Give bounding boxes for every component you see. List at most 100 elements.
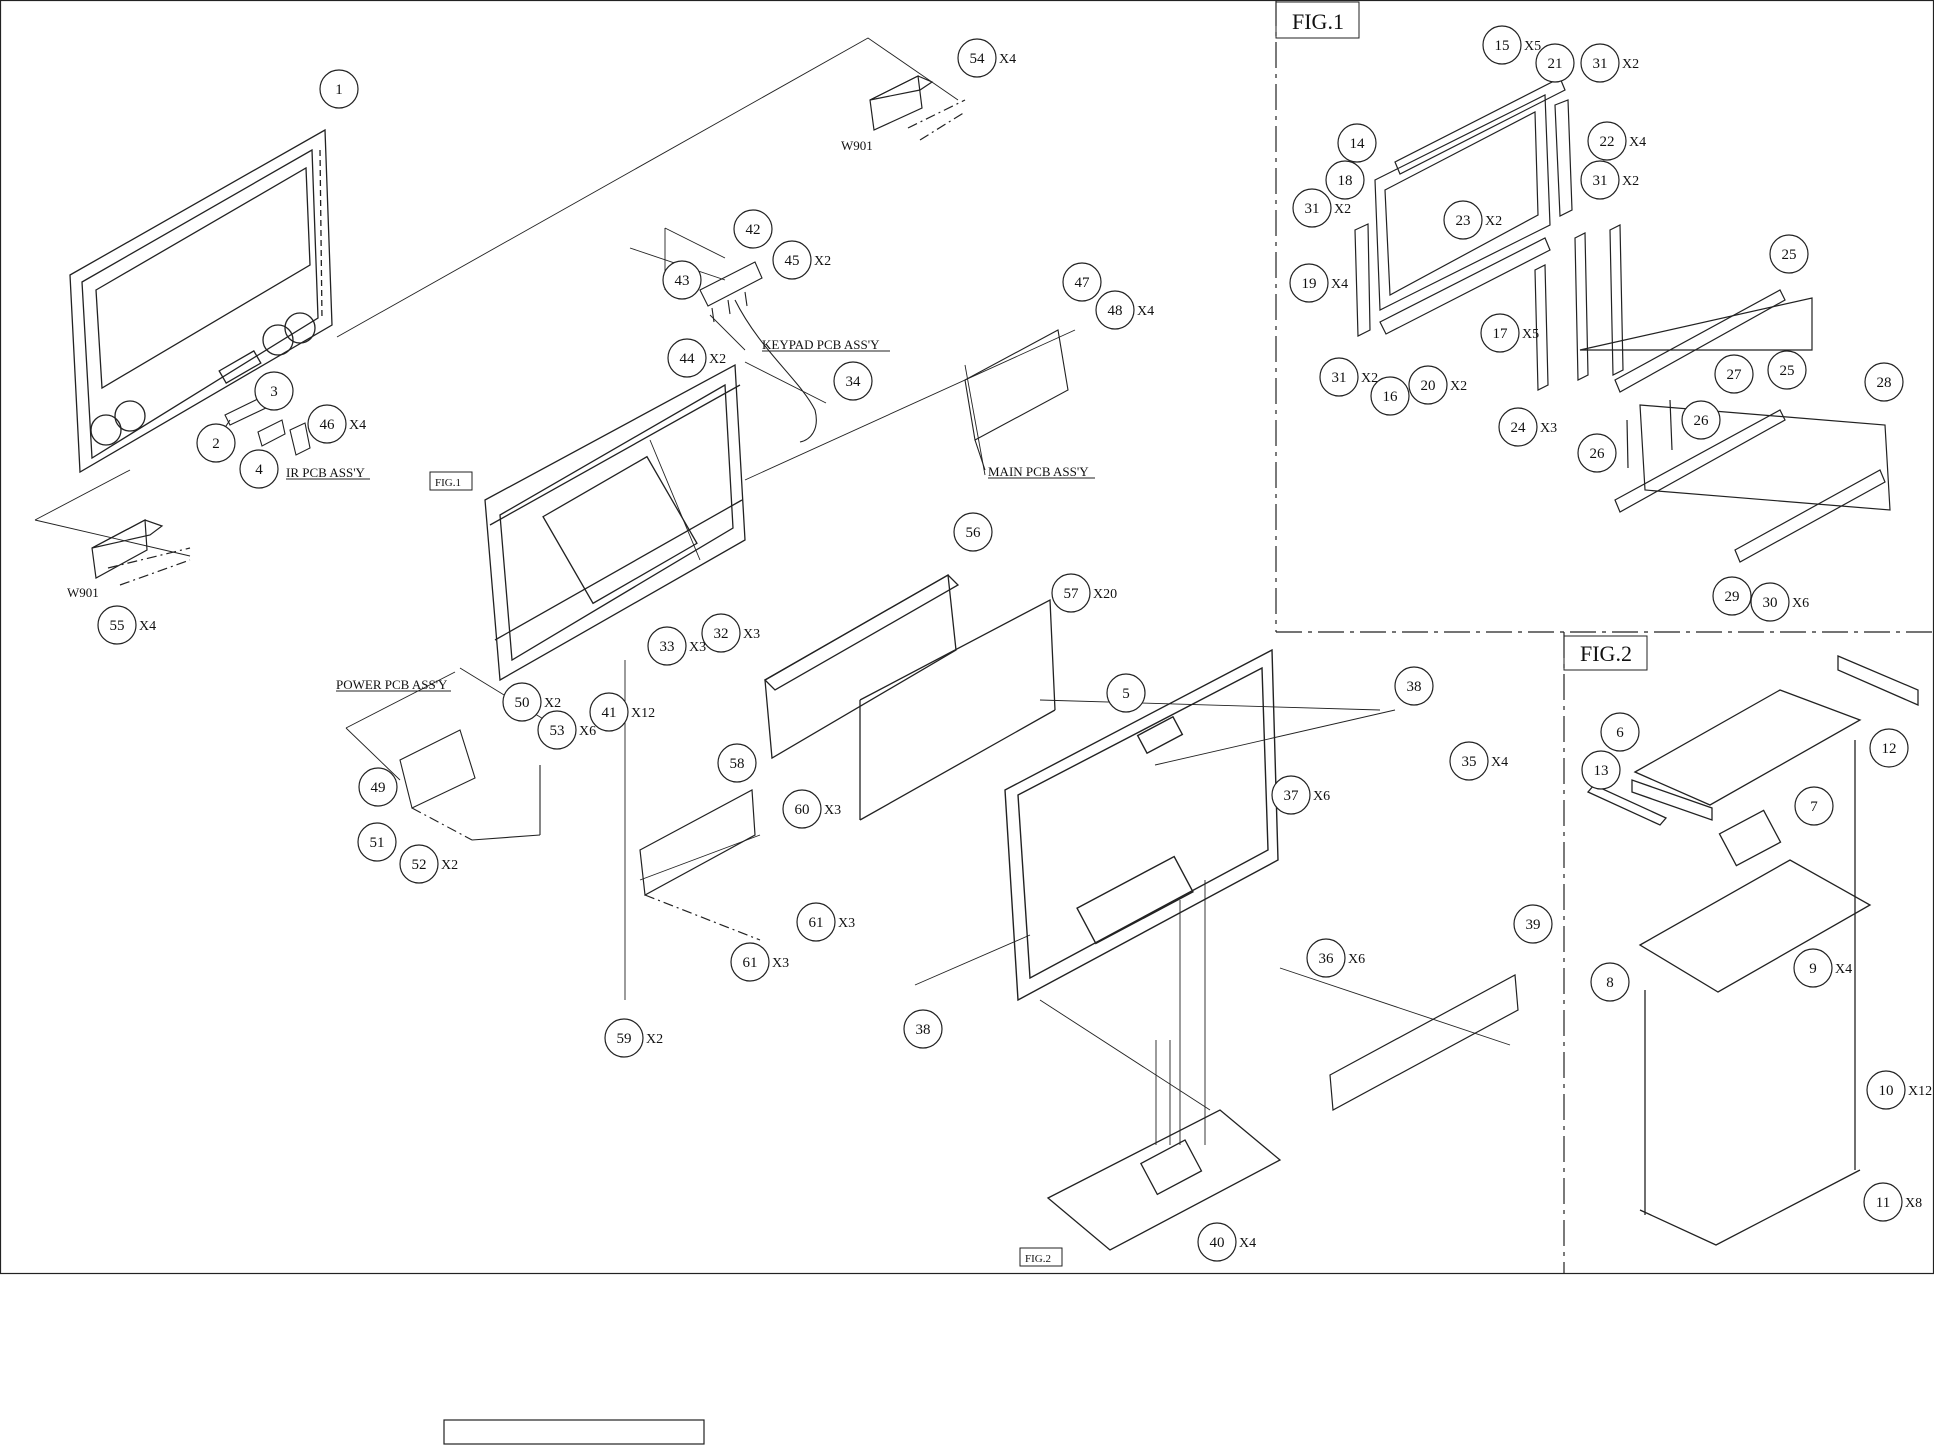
callout-number: 31	[1332, 370, 1347, 386]
callout-number: 35	[1462, 754, 1477, 770]
callout-38: 38	[904, 1010, 942, 1048]
callout-51: 51	[358, 823, 396, 861]
callout-60: 60 X3	[783, 790, 841, 828]
part-stand-base	[1048, 1110, 1280, 1250]
callout-number: 41	[602, 705, 617, 721]
callout-10: 10 X12	[1867, 1071, 1932, 1109]
callout-quantity: X2	[441, 858, 458, 873]
callout-number: 60	[795, 802, 810, 818]
callout-number: 31	[1593, 56, 1608, 72]
callout-number: 29	[1725, 589, 1740, 605]
callout-number: 61	[809, 915, 824, 931]
callout-31: 31 X2	[1581, 161, 1639, 199]
callout-number: 2	[212, 436, 220, 452]
callout-number: 50	[515, 695, 530, 711]
callout-8: 8	[1591, 963, 1629, 1001]
drawing-frame	[1, 0, 1934, 1274]
callout-quantity: X2	[1622, 174, 1639, 189]
callout-quantity: X5	[1522, 327, 1539, 342]
callout-number: 23	[1456, 213, 1471, 229]
callout-quantity: X3	[743, 627, 760, 642]
callout-number: 24	[1511, 420, 1527, 436]
fig1-title-box: FIG.1	[1276, 2, 1359, 38]
callout-number: 31	[1305, 201, 1320, 217]
callout-number: 19	[1302, 276, 1317, 292]
callout-number: 31	[1593, 173, 1608, 189]
callout-quantity: X6	[1313, 789, 1330, 804]
callout-16: 16	[1371, 377, 1409, 415]
callout-4: 4	[240, 450, 278, 488]
label-ir-pcb: IR PCB ASS'Y	[286, 465, 366, 480]
callout-18: 18	[1326, 161, 1364, 199]
callout-2: 2	[197, 424, 235, 462]
callout-19: 19 X4	[1290, 264, 1348, 302]
callout-number: 40	[1210, 1235, 1225, 1251]
callout-number: 49	[371, 780, 386, 796]
callout-13: 13	[1582, 751, 1620, 789]
callout-quantity: X3	[824, 803, 841, 818]
callout-quantity: X4	[1331, 277, 1348, 292]
fig2-ref-box: FIG.2	[1020, 1248, 1062, 1266]
callout-quantity: X8	[1905, 1196, 1922, 1211]
assembly-labels: IR PCB ASS'Y KEYPAD PCB ASS'Y MAIN PCB A…	[67, 138, 1095, 692]
callout-14: 14	[1338, 124, 1376, 162]
callout-number: 46	[320, 417, 336, 433]
callout-quantity: X6	[579, 724, 596, 739]
callout-number: 10	[1879, 1083, 1894, 1099]
callout-number: 26	[1694, 413, 1710, 429]
callout-number: 48	[1108, 303, 1123, 319]
callout-number: 34	[846, 374, 862, 390]
callout-quantity: X20	[1093, 587, 1117, 602]
label-keypad-pcb: KEYPAD PCB ASS'Y	[762, 337, 880, 352]
callout-number: 61	[743, 955, 758, 971]
callout-42: 42	[734, 210, 772, 248]
callout-29: 29	[1713, 577, 1751, 615]
callout-number: 16	[1383, 389, 1399, 405]
callout-quantity: X3	[838, 916, 855, 931]
callout-3: 3	[255, 372, 293, 410]
callout-number: 38	[1407, 679, 1422, 695]
callout-quantity: X12	[1908, 1084, 1932, 1099]
callout-number: 32	[714, 626, 729, 642]
callout-49: 49	[359, 768, 397, 806]
callout-24: 24 X3	[1499, 408, 1557, 446]
callout-number: 39	[1526, 917, 1541, 933]
part-bottom-cover	[1330, 975, 1518, 1110]
callout-40: 40 X4	[1198, 1223, 1256, 1261]
label-main-pcb: MAIN PCB ASS'Y	[988, 464, 1089, 479]
callout-number: 13	[1594, 763, 1609, 779]
callout-number: 17	[1493, 326, 1509, 342]
callout-39: 39	[1514, 905, 1552, 943]
callout-number: 26	[1590, 446, 1606, 462]
part-rear-shield	[765, 575, 1055, 820]
callout-21: 21	[1536, 44, 1574, 82]
callout-number: 51	[370, 835, 385, 851]
callout-58: 58	[718, 744, 756, 782]
callout-quantity: X3	[1540, 421, 1557, 436]
callout-quantity: X2	[646, 1032, 663, 1047]
callout-number: 9	[1809, 961, 1817, 977]
fig2-title: FIG.2	[1580, 641, 1632, 666]
callout-32: 32 X3	[702, 614, 760, 652]
callout-47: 47	[1063, 263, 1101, 301]
callout-quantity: X2	[1450, 379, 1467, 394]
callout-28: 28	[1865, 363, 1903, 401]
callout-7: 7	[1795, 787, 1833, 825]
callout-quantity: X4	[1239, 1236, 1256, 1251]
callout-26: 26	[1578, 434, 1616, 472]
callout-number: 21	[1548, 56, 1563, 72]
callout-38: 38	[1395, 667, 1433, 705]
